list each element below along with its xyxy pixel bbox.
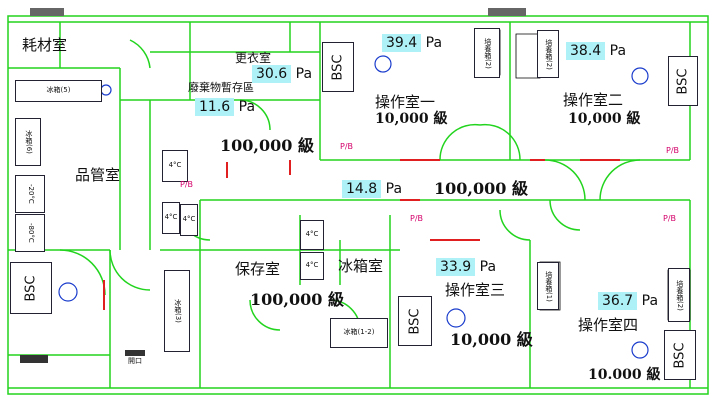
- pressure-changing: 30.6 Pa: [252, 65, 312, 83]
- room-label-fridge: 冰箱室: [338, 257, 384, 275]
- pass-box-corridor: P/B: [410, 214, 424, 223]
- corridor-opening-label: 開口: [128, 357, 142, 365]
- room-label-op3: 操作室三: [445, 281, 506, 299]
- pass-box-op2: P/B: [666, 146, 680, 155]
- class-op2: 10,000 級: [568, 111, 641, 127]
- pass-box-op1: P/B: [340, 142, 354, 151]
- room-label-storage: 保存室: [235, 260, 281, 278]
- incubator-op3: 培養箱(1): [537, 262, 559, 310]
- incubator-op2: 培養箱(2): [537, 30, 559, 78]
- bsc-qc: BSC: [10, 262, 52, 314]
- fridge-4c-storage-2: 4°C: [300, 252, 324, 280]
- pressure-corridor: 14.8 Pa: [342, 180, 402, 198]
- class-op4: 10.000 級: [588, 367, 661, 383]
- room-label-consumables: 耗材室: [22, 36, 68, 54]
- fridge-6: 冰箱(6): [15, 118, 41, 166]
- room-label-qc: 品管室: [75, 166, 121, 184]
- fridge-5: 冰箱(5): [15, 80, 102, 102]
- fridge-4c-lower: 4°C: [162, 202, 180, 234]
- fridge-4c-left: 4°C: [162, 150, 188, 182]
- fridge-1-2: 冰箱(1-2): [330, 318, 388, 348]
- room-label-op2: 操作室二: [563, 91, 624, 109]
- bsc-op2: BSC: [668, 56, 698, 106]
- pressure-op1: 39.4 Pa: [382, 34, 442, 52]
- room-label-op1: 操作室一: [375, 93, 436, 111]
- class-storage: 100,000 級: [250, 290, 344, 309]
- fridge-4c-storage: 4°C: [300, 220, 324, 250]
- bsc-op1: BSC: [322, 42, 354, 92]
- pressure-op3: 33.9 Pa: [436, 258, 496, 276]
- freezer-minus80: -80°C: [15, 214, 45, 252]
- incubator-op4: 培養箱(2): [668, 268, 690, 322]
- room-label-changing: 更衣室: [235, 51, 272, 65]
- freezer-minus20: -20°C: [15, 175, 45, 213]
- incubator-op1: 培養箱(2): [474, 28, 500, 78]
- room-label-op4: 操作室四: [578, 316, 639, 334]
- class-corridor: 100,000 級: [434, 179, 528, 198]
- pressure-front: 11.6 Pa: [195, 98, 255, 116]
- class-front: 100,000 級: [220, 136, 314, 155]
- fridge-3: 冰箱(3): [164, 270, 190, 352]
- pass-box-front: P/B: [180, 180, 194, 189]
- outer-wall: [7, 15, 709, 395]
- fridge-4c-lower-2: 4°C: [180, 204, 198, 236]
- pass-box-op4: P/B: [663, 214, 677, 223]
- pressure-op2: 38.4 Pa: [566, 42, 626, 60]
- pressure-op4: 36.7 Pa: [598, 292, 658, 310]
- bsc-op3: BSC: [398, 296, 432, 346]
- bsc-op4: BSC: [664, 330, 696, 380]
- room-label-waste: 廢棄物暫存區: [188, 81, 254, 94]
- class-op3: 10,000 級: [450, 330, 533, 349]
- class-op1: 10,000 級: [375, 111, 448, 127]
